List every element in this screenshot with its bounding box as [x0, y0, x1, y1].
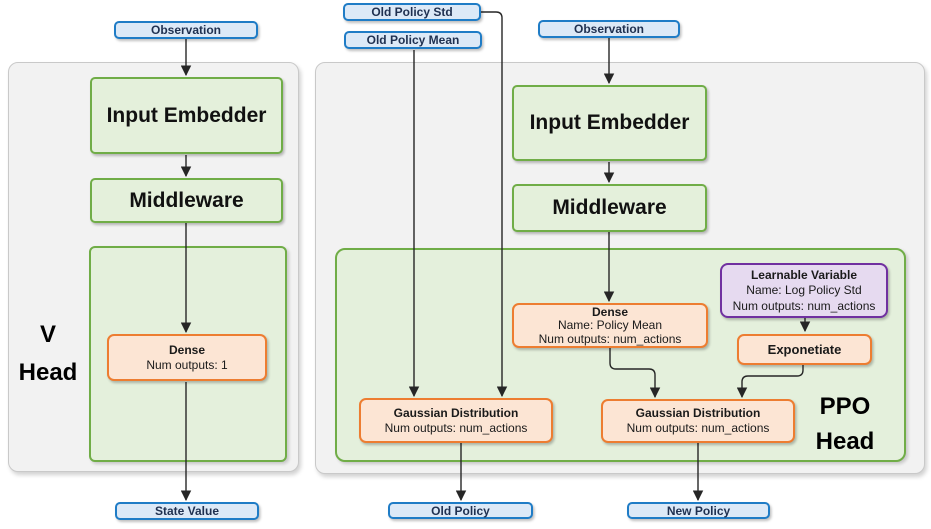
learnable-variable-node: Learnable Variable Name: Log Policy Std …: [720, 263, 888, 318]
dense-policy-mean-title: Dense: [591, 305, 629, 319]
dense-policy-mean-num-outputs: Num outputs: num_actions: [538, 331, 682, 346]
dense-v-node: Dense Num outputs: 1: [107, 334, 267, 381]
gaussian-distribution-new-node: Gaussian Distribution Num outputs: num_a…: [601, 399, 795, 443]
learnable-variable-name: Name: Log Policy Std: [746, 283, 862, 297]
middleware-left-node: Middleware: [90, 178, 283, 223]
observation-left-node: Observation: [114, 21, 258, 39]
gaussian-old-title: Gaussian Distribution: [393, 405, 519, 420]
dense-v-title: Dense: [168, 342, 206, 357]
old-policy-std-node: Old Policy Std: [343, 3, 481, 21]
middleware-right-node: Middleware: [512, 184, 707, 232]
dense-policy-mean-node: Dense Name: Policy Mean Num outputs: num…: [512, 303, 708, 348]
learnable-variable-title: Learnable Variable: [750, 268, 858, 282]
old-policy-mean-node: Old Policy Mean: [344, 31, 482, 49]
gaussian-new-title: Gaussian Distribution: [635, 406, 761, 421]
dense-v-num-outputs: Num outputs: 1: [146, 357, 228, 372]
input-embedder-left-node: Input Embedder: [90, 77, 283, 154]
v-head-label: V Head: [18, 321, 78, 387]
gaussian-new-num-outputs: Num outputs: num_actions: [626, 421, 770, 436]
state-value-node: State Value: [115, 502, 259, 520]
dense-policy-mean-name: Name: Policy Mean: [557, 318, 663, 332]
learnable-variable-num-outputs: Num outputs: num_actions: [732, 298, 876, 313]
new-policy-node: New Policy: [627, 502, 770, 519]
ppo-head-label: PPO Head: [815, 393, 875, 455]
exponetiate-node: Exponetiate: [737, 334, 872, 365]
observation-right-node: Observation: [538, 20, 680, 38]
gaussian-distribution-old-node: Gaussian Distribution Num outputs: num_a…: [359, 398, 553, 443]
old-policy-node: Old Policy: [388, 502, 533, 519]
gaussian-old-num-outputs: Num outputs: num_actions: [384, 420, 528, 435]
input-embedder-right-node: Input Embedder: [512, 85, 707, 161]
